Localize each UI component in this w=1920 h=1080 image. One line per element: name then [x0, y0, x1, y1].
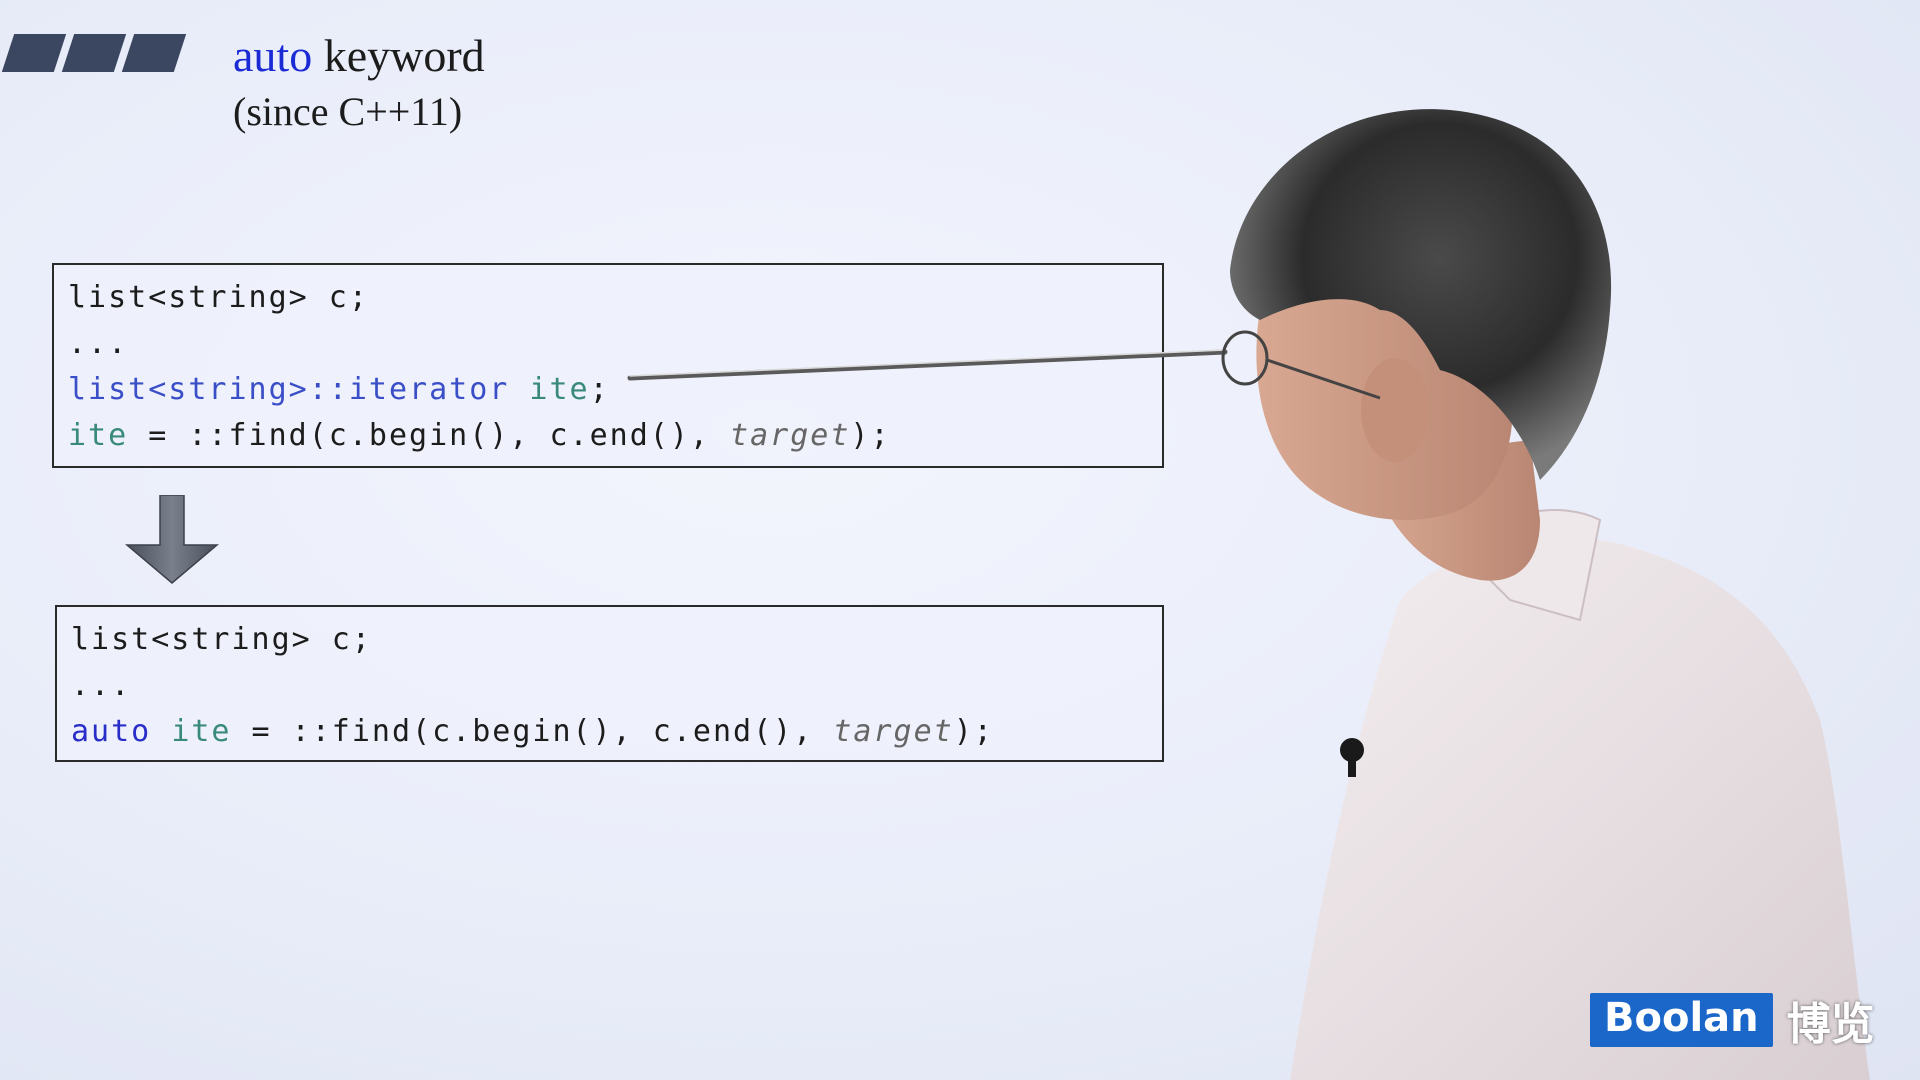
- code-type: list<string>::iterator: [68, 372, 510, 407]
- code-punct: ;: [589, 372, 610, 407]
- code-keyword: auto: [71, 714, 152, 749]
- code-line: list<string>::iterator ite;: [68, 367, 1148, 413]
- presenter-image: [1180, 80, 1920, 1080]
- code-box-after: list<string> c; ... auto ite = ::find(c.…: [55, 605, 1164, 762]
- code-box-before: list<string> c; ... list<string>::iterat…: [52, 263, 1164, 468]
- code-line: list<string> c;: [71, 622, 372, 657]
- brand-logo-text: Boolan: [1590, 993, 1773, 1047]
- code-line: ...: [68, 326, 129, 361]
- arrow-down-icon: [124, 494, 220, 589]
- code-line: ite = ::find(c.begin(), c.end(), target)…: [68, 413, 1148, 459]
- code-line: auto ite = ::find(c.begin(), c.end(), ta…: [71, 709, 1148, 755]
- code-punct: );: [953, 714, 994, 749]
- title-rest: keyword: [312, 30, 485, 81]
- code-argument: target: [730, 418, 851, 453]
- slide-subtitle: (since C++11): [233, 89, 463, 134]
- slide-title: auto keyword: [233, 28, 485, 84]
- code-expression: = ::find(c.begin(), c.end(),: [231, 714, 834, 749]
- title-keyword: auto: [233, 30, 313, 81]
- code-argument: target: [833, 714, 954, 749]
- slide-header: auto keyword (since C++11): [233, 28, 485, 140]
- code-variable: ite: [68, 418, 129, 453]
- code-expression: = ::find(c.begin(), c.end(),: [128, 418, 731, 453]
- brand-logo: Boolan 博览: [1590, 988, 1875, 1052]
- code-variable: ite: [171, 714, 232, 749]
- code-line: ...: [71, 668, 132, 703]
- code-punct: );: [850, 418, 891, 453]
- brand-logo-cn: 博览: [1786, 999, 1875, 1050]
- code-line: list<string> c;: [68, 280, 369, 315]
- code-variable: ite: [529, 372, 590, 407]
